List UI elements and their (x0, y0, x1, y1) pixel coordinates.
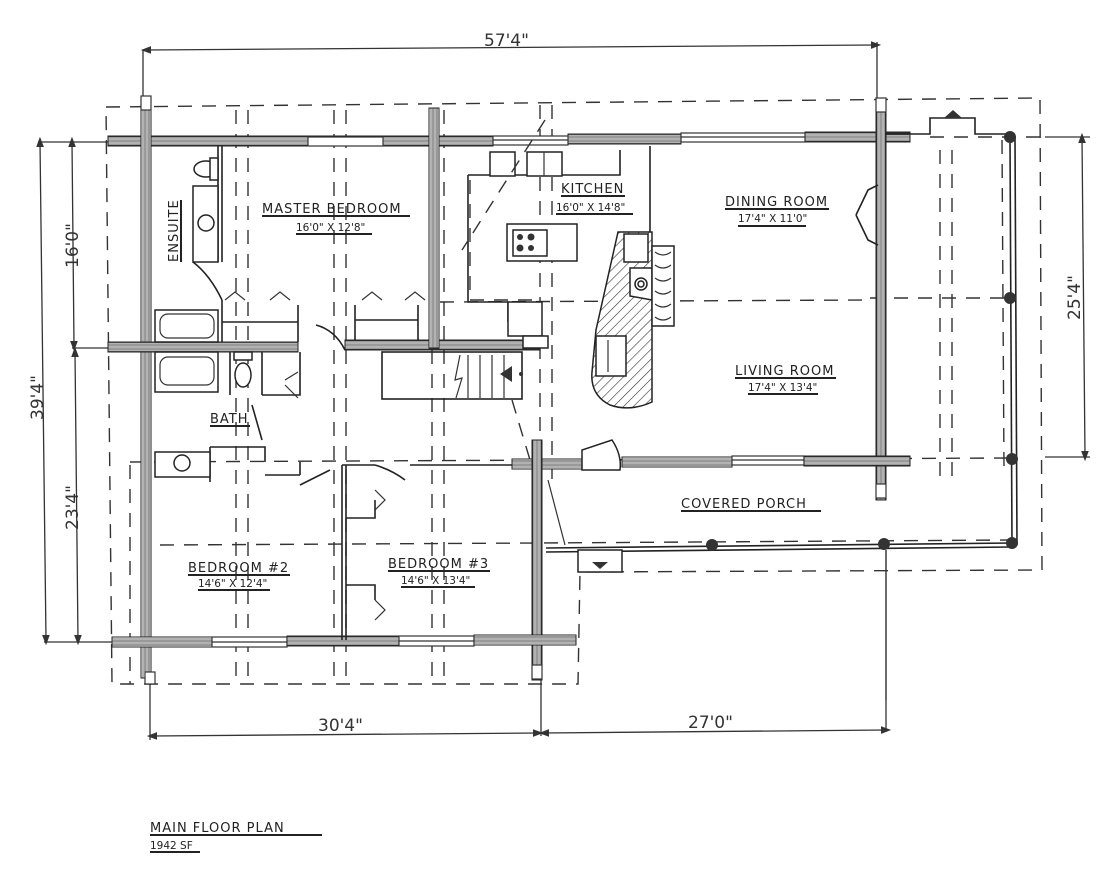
room-bedroom-2: BEDROOM #2 14'6" X 12'4" (188, 561, 290, 591)
svg-text:BATH: BATH (210, 412, 249, 427)
room-dining-room: DINING ROOM 17'4" X 11'0" (725, 195, 829, 227)
svg-text:14'6" X 13'4": 14'6" X 13'4" (401, 575, 470, 587)
room-master-bedroom: MASTER BEDROOM 16'0" X 12'8" (262, 202, 410, 235)
svg-text:MASTER BEDROOM: MASTER BEDROOM (262, 202, 402, 217)
svg-text:DINING ROOM: DINING ROOM (725, 195, 828, 210)
svg-text:16'0" X 14'8": 16'0" X 14'8" (556, 202, 625, 214)
room-covered-porch: COVERED PORCH (681, 497, 821, 512)
dim-overall-depth: 39'4" (28, 375, 48, 420)
dim-overall-width: 57'4" (484, 31, 529, 51)
dimension-labels: 57'4" 39'4" 16'0" 23'4" 25'4" 30'4" 27'0… (28, 31, 1085, 736)
svg-text:14'6" X 12'4": 14'6" X 12'4" (198, 578, 267, 590)
room-bath: BATH (210, 412, 250, 427)
dim-left-width: 30'4" (318, 716, 363, 736)
room-kitchen: KITCHEN 16'0" X 14'8" (556, 182, 633, 215)
plan-title: MAIN FLOOR PLAN (150, 821, 285, 836)
svg-text:17'4" X 11'0": 17'4" X 11'0" (738, 213, 807, 225)
fireplace (591, 231, 675, 409)
doors (192, 184, 879, 621)
plan-area: 1942 SF (150, 840, 193, 852)
svg-text:COVERED PORCH: COVERED PORCH (681, 497, 807, 512)
room-living-room: LIVING ROOM 17'4" X 13'4" (735, 364, 836, 395)
dim-right-width: 27'0" (688, 713, 733, 733)
bathroom-fixtures (154, 157, 253, 478)
room-bedroom-3: BEDROOM #3 14'6" X 13'4" (388, 557, 490, 588)
covered-porch (545, 110, 1018, 700)
svg-text:BEDROOM #3: BEDROOM #3 (388, 557, 489, 572)
svg-text:16'0" X 12'8": 16'0" X 12'8" (296, 222, 365, 234)
dim-lower-depth: 23'4" (63, 485, 83, 530)
svg-text:17'4" X 13'4": 17'4" X 13'4" (748, 382, 817, 394)
svg-text:ENSUITE: ENSUITE (167, 199, 182, 262)
title-block: MAIN FLOOR PLAN 1942 SF (150, 821, 322, 853)
dim-porch-depth: 25'4" (1065, 275, 1085, 320)
room-ensuite: ENSUITE (167, 199, 182, 262)
room-labels: MASTER BEDROOM 16'0" X 12'8" KITCHEN 16'… (167, 182, 836, 591)
dim-upper-depth: 16'0" (63, 223, 83, 268)
svg-text:LIVING ROOM: LIVING ROOM (735, 364, 834, 379)
svg-text:KITCHEN: KITCHEN (561, 182, 624, 197)
svg-text:BEDROOM #2: BEDROOM #2 (188, 561, 289, 576)
exterior-walls (107, 95, 911, 685)
